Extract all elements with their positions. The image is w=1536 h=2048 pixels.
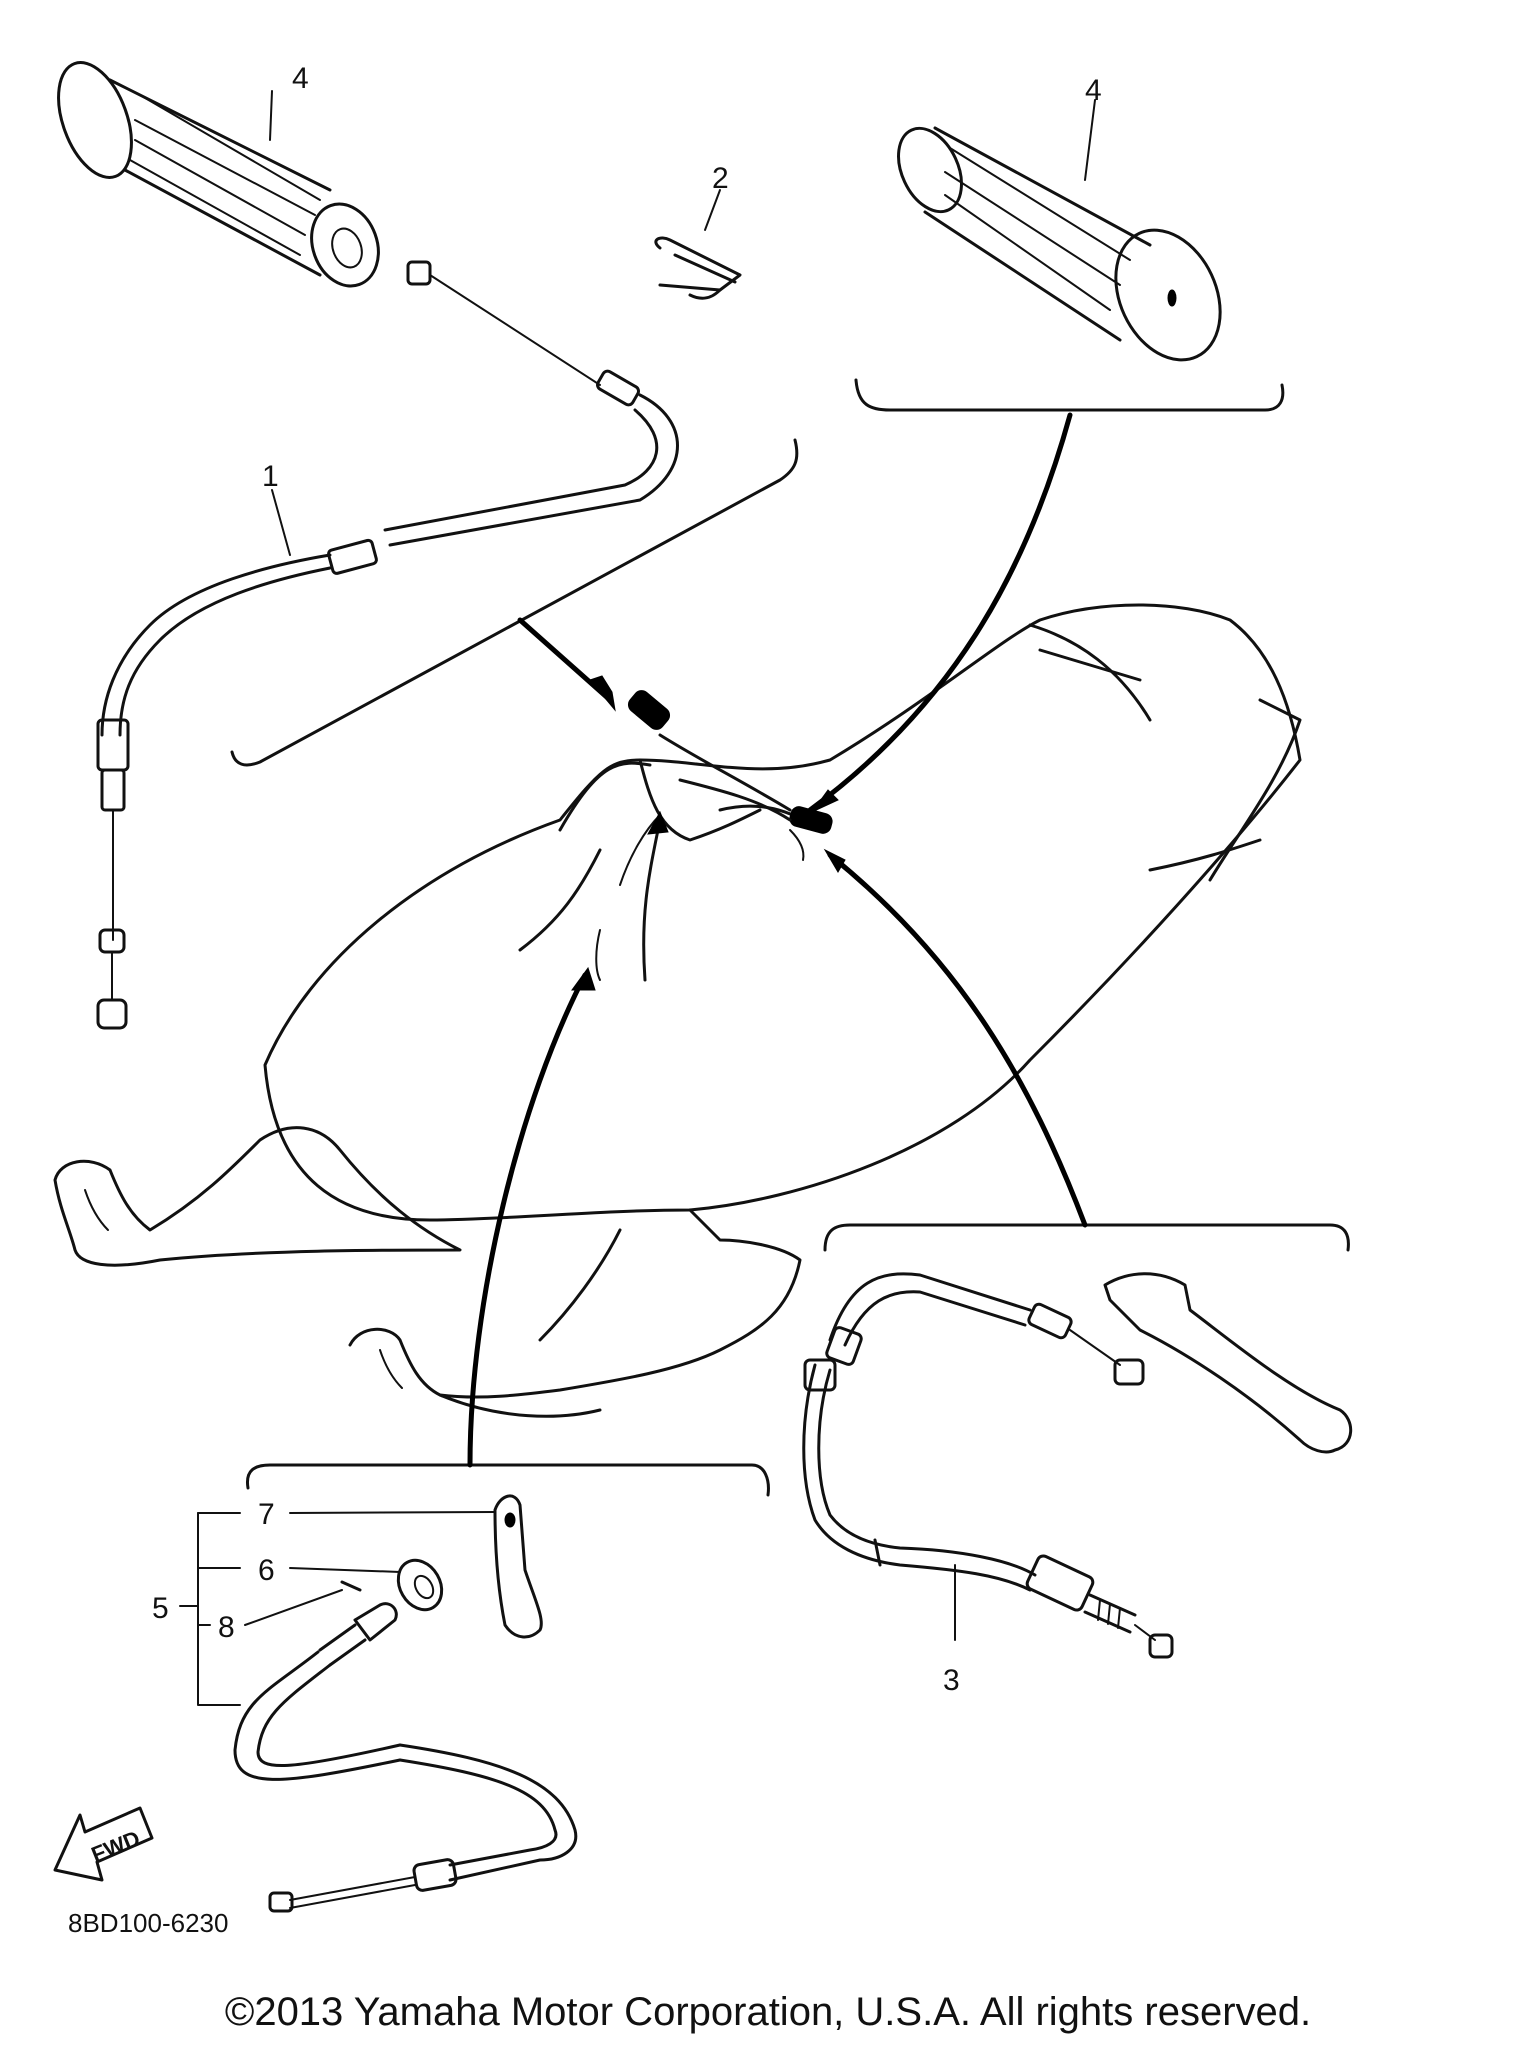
part-2-clip	[654, 236, 742, 300]
arrow-head	[589, 675, 616, 712]
part-6-cap	[396, 1558, 444, 1612]
callout-2: 2	[712, 162, 729, 195]
fwd-arrow-icon: FWD	[53, 1806, 154, 1882]
handlebar-connectors	[627, 690, 833, 861]
copyright-notice: ©2013 Yamaha Motor Corporation, U.S.A. A…	[224, 1990, 1312, 2034]
arrow-head	[647, 810, 669, 835]
diagram-code: 8BD100-6230	[68, 1908, 228, 1938]
part-4-right-grip	[897, 126, 1222, 362]
arrow-head	[571, 966, 596, 991]
snowmobile-outline	[53, 603, 1302, 1418]
part-1-throttle-cable	[96, 260, 679, 1030]
callout-6: 6	[258, 1554, 275, 1587]
callout-4-right: 4	[1085, 74, 1102, 107]
callout-4-left: 4	[292, 62, 309, 95]
part-4-left-grip	[57, 61, 380, 288]
part-3-brake-cable	[802, 1272, 1353, 1659]
part-5-cable-assy	[233, 1602, 578, 1913]
arrow-head	[823, 848, 846, 873]
callout-leaders	[179, 90, 1096, 1706]
leader-brackets	[230, 378, 1350, 1497]
callout-8: 8	[218, 1611, 235, 1644]
part-7-bracket	[493, 1494, 543, 1639]
callout-3: 3	[943, 1664, 960, 1697]
callout-1: 1	[262, 460, 279, 493]
callout-7: 7	[258, 1498, 275, 1531]
callout-5: 5	[152, 1592, 169, 1625]
part-8-pin	[340, 1580, 362, 1592]
fwd-label: FWD	[88, 1825, 144, 1867]
arrow-head	[810, 789, 839, 814]
